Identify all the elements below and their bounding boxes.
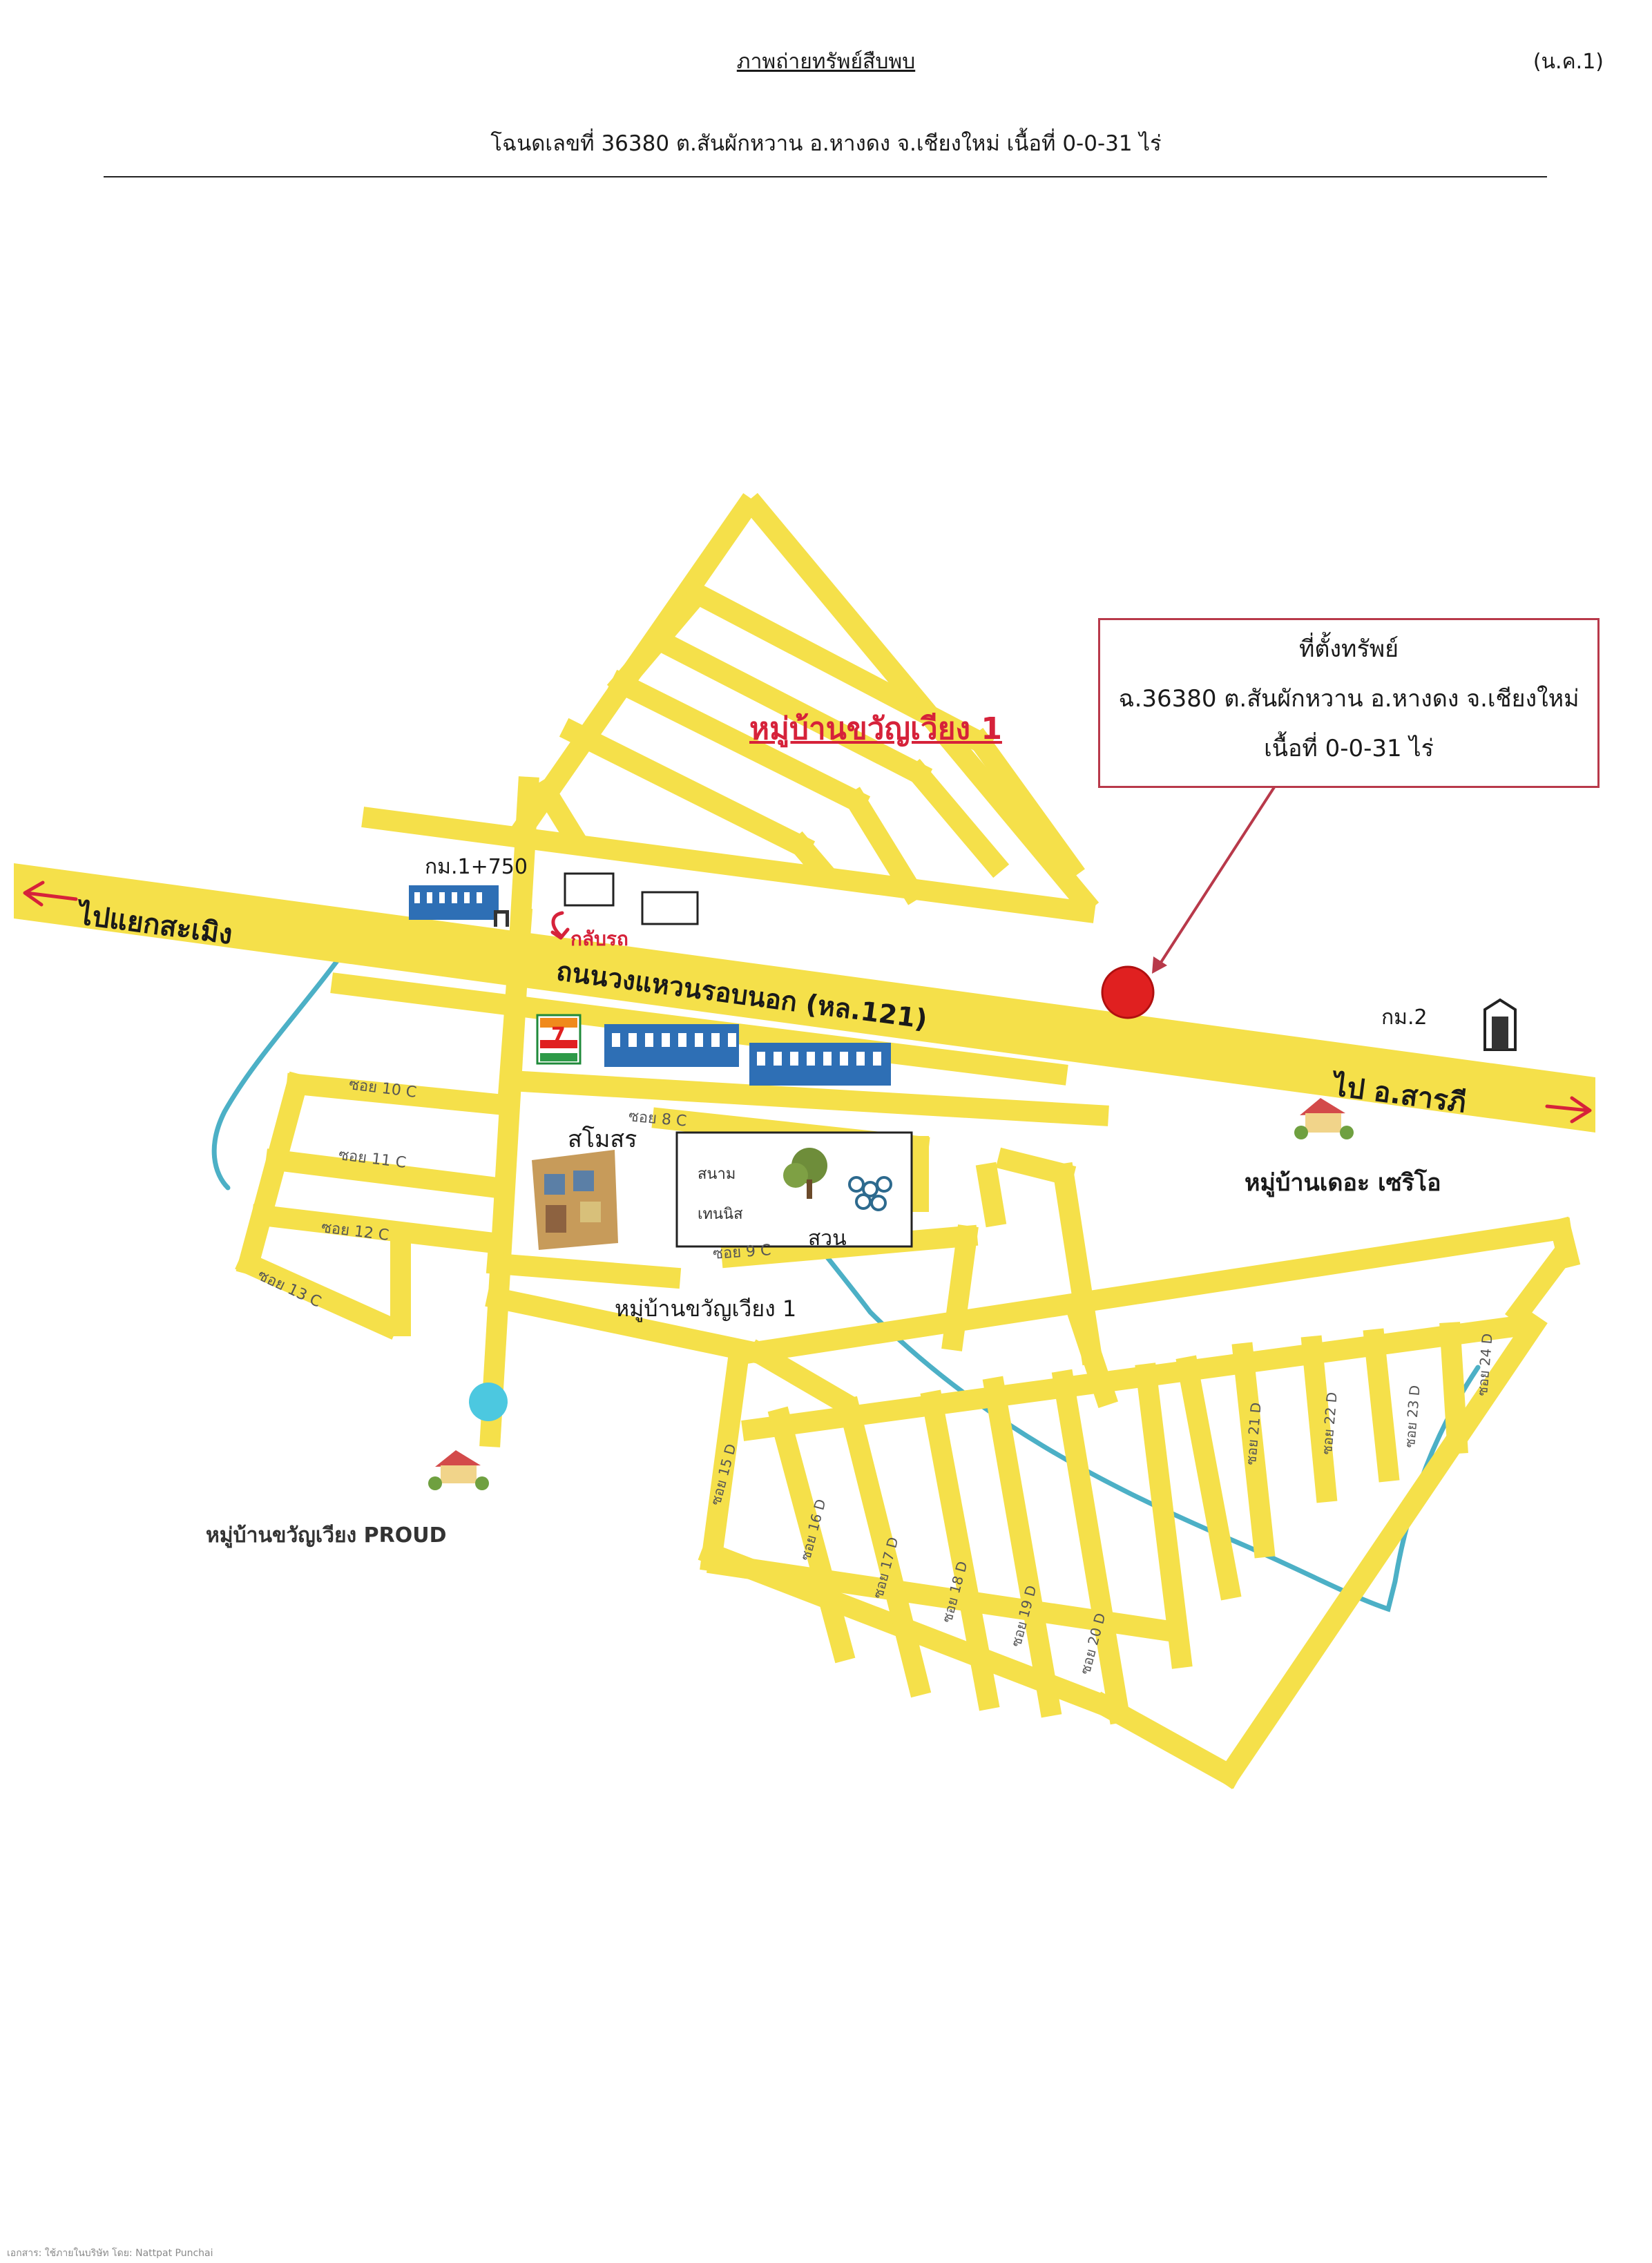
building-outline-2	[641, 891, 699, 925]
label-soi-9c: ซอย 9 C	[712, 1242, 772, 1263]
flower-icon	[848, 1176, 892, 1211]
km-2-post-icon	[1483, 998, 1517, 1051]
tree-icon	[783, 1148, 827, 1199]
label-u-turn: กลับรถ	[570, 927, 628, 950]
road-network	[235, 492, 1581, 1789]
road-d-top	[733, 1217, 1573, 1366]
label-village-main-center: หมู่บ้านขวัญเวียง 1	[615, 1296, 797, 1322]
clubhouse-icon	[532, 1150, 618, 1250]
callout-leader-line	[1159, 786, 1276, 965]
canal-west	[211, 933, 358, 1191]
label-km-1750: กม.1+750	[425, 855, 528, 879]
label-village-proud: หมู่บ้านขวัญเวียง PROUD	[206, 1523, 447, 1548]
label-village-main-red: หมู่บ้านขวัญเวียง 1	[749, 711, 1002, 747]
label-seven-eleven: 7	[551, 1023, 566, 1048]
header-divider	[104, 176, 1547, 177]
u-turn-icon	[550, 911, 570, 940]
label-village-the-cerio: หมู่บ้านเดอะ เซริโอ	[1245, 1169, 1441, 1197]
main-highway	[14, 863, 1595, 1133]
house-icon-proud	[428, 1450, 489, 1490]
road-north-horizontal	[361, 807, 1096, 923]
callout-area-line: เนื้อที่ 0-0-31 ไร่	[1264, 735, 1434, 762]
right-arrow-icon	[1545, 1096, 1592, 1124]
label-km-2: กม.2	[1381, 1005, 1428, 1030]
label-park: สวน	[808, 1226, 847, 1251]
property-callout-box: ที่ตั้งทรัพย์ ฉ.36380 ต.สันผักหวาน อ.หาง…	[1098, 618, 1600, 788]
callout-title: ที่ตั้งทรัพย์	[1298, 635, 1399, 663]
label-tennis-court: สนาม เทนนิส	[698, 1166, 743, 1223]
callout-deed-line: ฉ.36380 ต.สันผักหวาน อ.หางดง จ.เชียงใหม่	[1118, 685, 1579, 713]
building-outlines	[564, 872, 699, 925]
left-arrow-icon	[23, 880, 78, 907]
building-outline-1	[564, 872, 615, 907]
townhouse-icons	[409, 885, 891, 1086]
seven-eleven-logo	[536, 1014, 582, 1065]
km-post-icon	[494, 910, 509, 927]
label-clubhouse: สโมสร	[568, 1126, 637, 1153]
property-location-marker	[1101, 965, 1155, 1019]
roundabout-icon	[469, 1383, 508, 1421]
document-code: (น.ค.1)	[1533, 50, 1604, 74]
tennis-park-panel	[675, 1131, 913, 1248]
deed-subtitle: โฉนดเลขที่ 36380 ต.สันผักหวาน อ.หางดง จ.…	[490, 131, 1162, 156]
footer-note: เอกสาร: ใช้ภายในบริษัท โดย: Nattpat Punc…	[7, 2248, 213, 2259]
page-title: ภาพถ่ายทรัพย์สืบพบ	[736, 50, 916, 74]
label-soi-8c: ซอย 8 C	[627, 1108, 688, 1130]
house-icon-the-cerio	[1294, 1098, 1354, 1139]
